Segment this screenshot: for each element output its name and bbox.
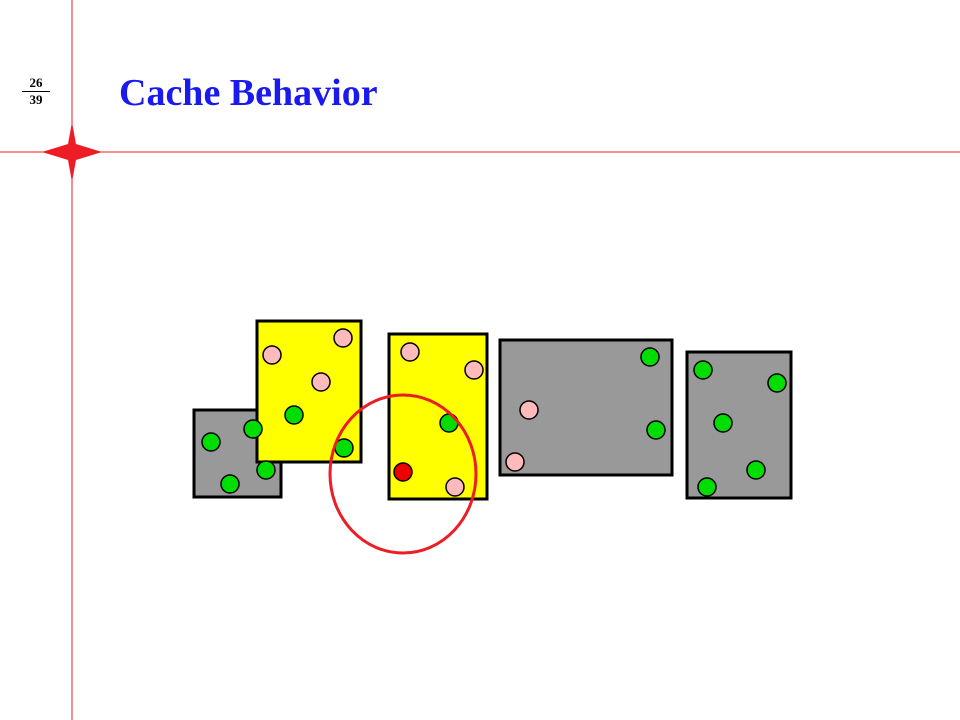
pink-item bbox=[464, 360, 484, 380]
green-item bbox=[284, 405, 304, 425]
green-item bbox=[713, 413, 733, 433]
green-item bbox=[243, 419, 263, 439]
green-item bbox=[201, 432, 221, 452]
green-item bbox=[697, 477, 717, 497]
green-item bbox=[767, 373, 787, 393]
slide-number-current: 26 bbox=[22, 76, 50, 92]
red-item bbox=[393, 462, 413, 482]
highlight-circle bbox=[328, 393, 478, 555]
green-item bbox=[746, 460, 766, 480]
pink-item bbox=[505, 452, 525, 472]
pink-item bbox=[445, 477, 465, 497]
green-item bbox=[646, 420, 666, 440]
star-icon bbox=[42, 122, 102, 182]
green-item bbox=[693, 360, 713, 380]
pink-item bbox=[519, 400, 539, 420]
pink-item bbox=[262, 345, 282, 365]
page-title: Cache Behavior bbox=[119, 72, 378, 114]
pink-item bbox=[333, 328, 353, 348]
green-item bbox=[256, 460, 276, 480]
pink-item bbox=[400, 342, 420, 362]
slide-number-total: 39 bbox=[29, 92, 43, 107]
pink-item bbox=[311, 372, 331, 392]
green-item bbox=[640, 347, 660, 367]
slide-number: 26 39 bbox=[22, 76, 50, 107]
green-item bbox=[220, 474, 240, 494]
